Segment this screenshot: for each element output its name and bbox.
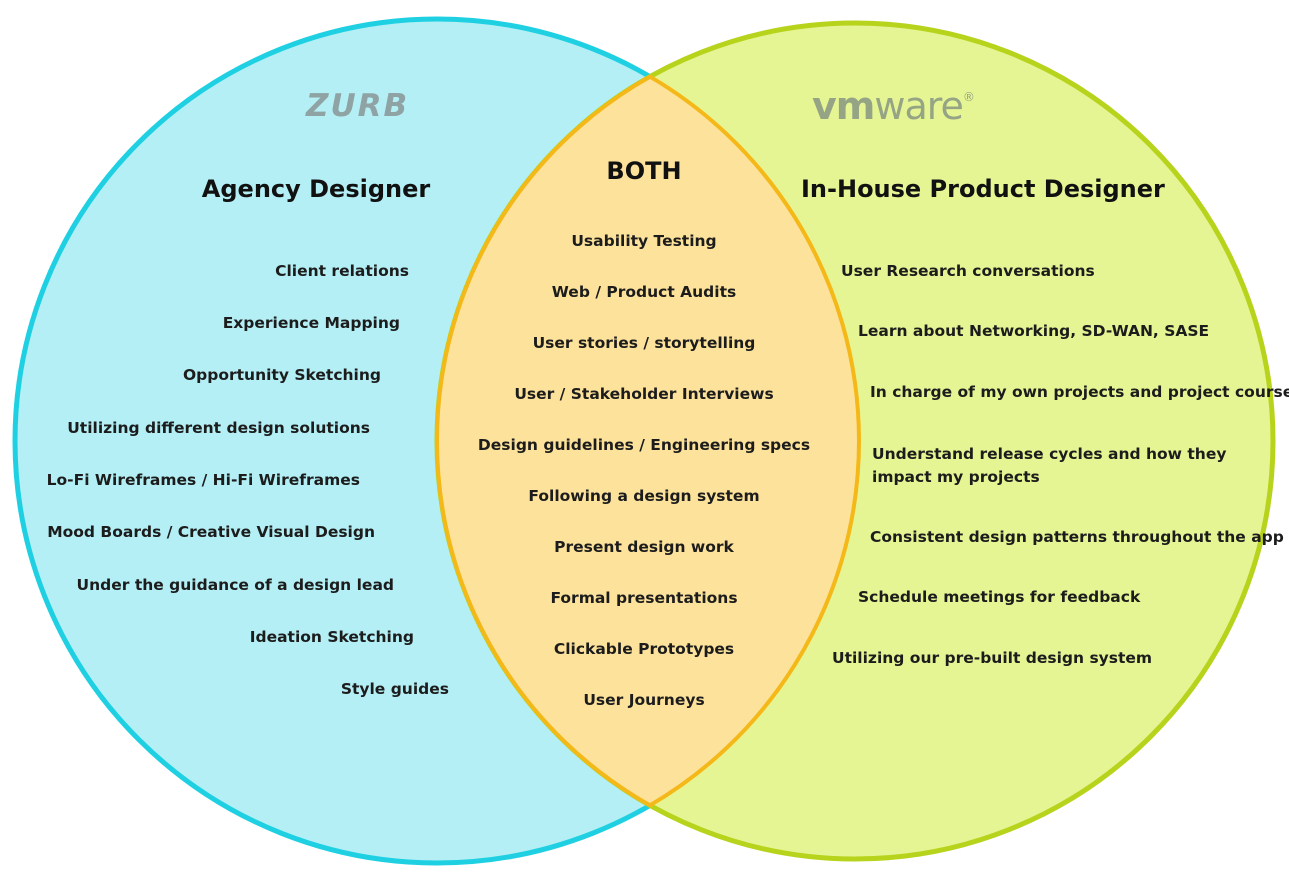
both-item: Clickable Prototypes bbox=[553, 640, 735, 658]
agency-item: Under the guidance of a design lead bbox=[76, 576, 394, 594]
both-item: Following a design system bbox=[528, 487, 760, 505]
both-item: Formal presentations bbox=[550, 589, 738, 607]
both-item: Web / Product Audits bbox=[551, 283, 737, 301]
agency-item: Opportunity Sketching bbox=[182, 366, 381, 384]
both-item: User Journeys bbox=[583, 691, 705, 709]
agency-item: Mood Boards / Creative Visual Design bbox=[47, 523, 375, 541]
both-item: User stories / storytelling bbox=[532, 334, 756, 352]
in-house-designer-title: In-House Product Designer bbox=[801, 175, 1165, 203]
in-house-item: User Research conversations bbox=[841, 262, 1095, 280]
agency-item: Utilizing different design solutions bbox=[67, 419, 370, 437]
agency-item: Lo-Fi Wireframes / Hi-Fi Wireframes bbox=[46, 471, 360, 489]
agency-designer-title: Agency Designer bbox=[201, 175, 431, 203]
vmware-logo: vmware® bbox=[812, 84, 975, 128]
overlap-outline bbox=[435, 74, 861, 808]
both-item: Usability Testing bbox=[571, 232, 717, 250]
in-house-item: Utilizing our pre-built design system bbox=[832, 649, 1153, 667]
vmware-logo-vm: vm bbox=[812, 84, 875, 128]
both-title: BOTH bbox=[606, 157, 682, 185]
agency-item: Style guides bbox=[340, 680, 449, 698]
overlap-region bbox=[437, 23, 859, 859]
zurb-logo: ZURB bbox=[306, 88, 410, 124]
agency-item: Ideation Sketching bbox=[249, 628, 414, 646]
in-house-item: Schedule meetings for feedback bbox=[858, 588, 1141, 606]
vmware-logo-ware: ware bbox=[874, 84, 964, 128]
vmware-logo-reg: ® bbox=[962, 90, 975, 104]
both-item: Design guidelines / Engineering specs bbox=[477, 436, 811, 454]
in-house-item: Consistent design patterns throughout th… bbox=[870, 528, 1284, 546]
both-item: Present design work bbox=[554, 538, 734, 556]
in-house-item: Learn about Networking, SD-WAN, SASE bbox=[858, 322, 1210, 340]
both-item: User / Stakeholder Interviews bbox=[514, 385, 774, 403]
agency-item: Client relations bbox=[275, 262, 409, 280]
in-house-item: In charge of my own projects and project… bbox=[870, 383, 1289, 401]
agency-item: Experience Mapping bbox=[222, 314, 400, 332]
in-house-item: Understand release cycles and how they i… bbox=[872, 445, 1227, 486]
